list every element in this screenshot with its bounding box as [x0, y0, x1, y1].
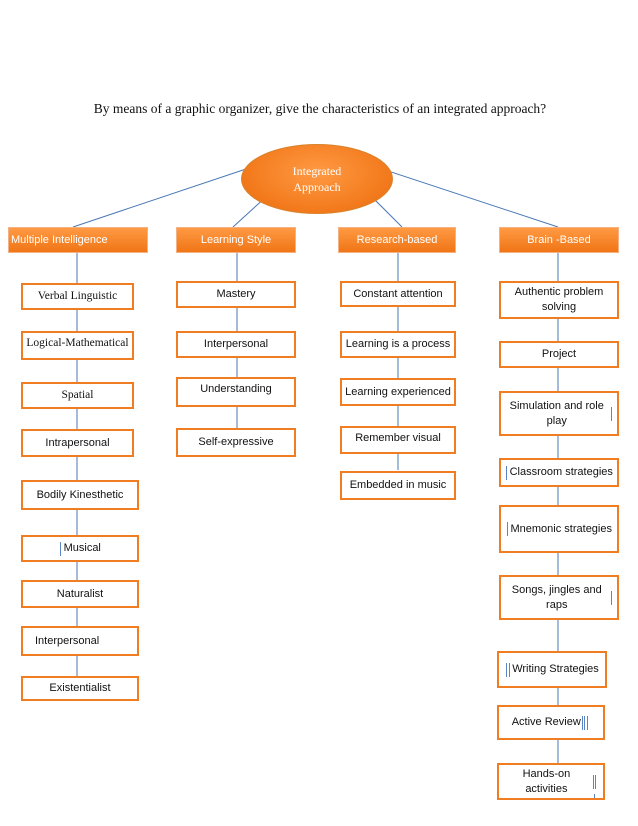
bar-marks-icon	[507, 522, 510, 536]
category-multiple-intelligence: Multiple Intelligence	[8, 227, 148, 253]
mi-verbal-linguistic: Verbal Linguistic	[21, 283, 134, 310]
bb-authentic-problem-solving: Authentic problem solving	[499, 281, 619, 319]
mi-logical-mathematical: Logical-Mathematical	[21, 331, 134, 360]
bb-songs-label: Songs, jingles and raps	[511, 583, 602, 611]
mi-naturalist: Naturalist	[21, 580, 139, 608]
bb-writing-label: Writing Strategies	[512, 663, 599, 675]
bar-marks-icon	[506, 465, 509, 480]
category-research-based: Research-based	[338, 227, 456, 253]
bb-classroom-label: Classroom strategies	[509, 466, 613, 478]
bb-songs-jingles-raps: Songs, jingles and raps	[499, 575, 619, 620]
rb-constant-attention: Constant attention	[340, 281, 456, 307]
bb-active-review: Active Review	[497, 705, 605, 740]
rb-remember-visual: Remember visual	[340, 426, 456, 454]
category-brain-based: Brain -Based	[499, 227, 619, 253]
mi-interpersonal: Interpersonal	[21, 626, 139, 656]
mi-existentialist: Existentialist	[21, 676, 139, 701]
rb-embedded-in-music: Embedded in music	[340, 471, 456, 500]
bb-active-review-label: Active Review	[511, 716, 581, 728]
bar-marks-icon	[506, 662, 511, 677]
ls-mastery: Mastery	[176, 281, 296, 308]
bb-hands-on-activities: Hands-on activities	[497, 763, 605, 800]
bar-marks-icon	[610, 406, 614, 421]
ls-interpersonal: Interpersonal	[176, 331, 296, 358]
bb-writing-strategies: Writing Strategies	[497, 651, 607, 688]
bb-simulation-label: Simulation and role play	[509, 399, 604, 427]
mi-spatial: Spatial	[21, 382, 134, 409]
bar-marks-icon	[592, 774, 599, 798]
mi-musical: Musical	[21, 535, 139, 562]
rb-learning-is-a-process: Learning is a process	[340, 331, 456, 358]
mi-bodily-kinesthetic: Bodily Kinesthetic	[21, 480, 139, 510]
bar-marks-icon	[581, 715, 590, 730]
mi-intrapersonal: Intrapersonal	[21, 429, 134, 457]
bb-mnemonic-strategies: Mnemonic strategies	[499, 505, 619, 553]
ls-self-expressive: Self-expressive	[176, 428, 296, 457]
bb-project: Project	[499, 341, 619, 368]
bb-simulation-and-role-play: Simulation and role play	[499, 391, 619, 436]
ls-understanding: Understanding	[176, 377, 296, 407]
rb-learning-experienced: Learning experienced	[340, 378, 456, 406]
mi-musical-label: Musical	[63, 542, 101, 554]
bb-hands-on-label: Hands-on activities	[522, 767, 571, 795]
bar-marks-icon	[610, 590, 614, 605]
bb-mnemonic-label: Mnemonic strategies	[510, 522, 613, 535]
bb-classroom-strategies: Classroom strategies	[499, 458, 619, 487]
category-learning-style: Learning Style	[176, 227, 296, 253]
question-text: By means of a graphic organizer, give th…	[93, 101, 547, 116]
bar-marks-icon	[60, 541, 63, 556]
root-node: Integrated Approach	[241, 144, 393, 214]
root-label: Integrated Approach	[292, 164, 342, 194]
